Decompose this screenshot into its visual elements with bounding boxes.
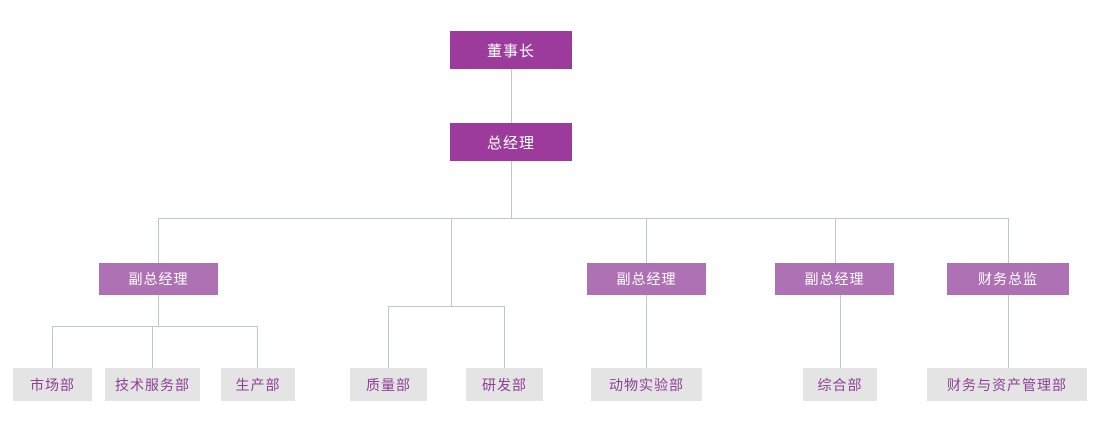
node-rd-department-label: 研发部 [482, 376, 527, 393]
connector-bus-to-vp3 [835, 218, 836, 263]
connector-vp1-bus [52, 326, 258, 327]
connector-level3-bus [158, 218, 1009, 219]
node-deputy-general-manager-3[interactable]: 副总经理 [775, 263, 894, 295]
connector-vp2-to-dept6 [646, 295, 647, 368]
node-deputy-general-manager-1-label: 副总经理 [128, 271, 189, 287]
node-general-affairs-department[interactable]: 综合部 [803, 368, 877, 401]
connector-bus-to-vp1 [158, 218, 159, 263]
node-chairman[interactable]: 董事长 [450, 31, 572, 69]
node-production-department-label: 生产部 [235, 376, 281, 393]
node-rd-department[interactable]: 研发部 [466, 368, 543, 401]
connector-cfo-to-dept8 [1008, 295, 1009, 368]
node-marketing-department[interactable]: 市场部 [13, 368, 92, 401]
node-animal-experiment-department[interactable]: 动物实验部 [591, 368, 702, 401]
node-finance-asset-management-department[interactable]: 财务与资产管理部 [927, 368, 1087, 401]
node-technical-service-department-label: 技术服务部 [115, 376, 190, 393]
connector-chairman-to-gm [511, 69, 512, 123]
node-quality-department-label: 质量部 [366, 376, 411, 393]
node-quality-department[interactable]: 质量部 [350, 368, 427, 401]
connector-vp1-to-dept3 [257, 326, 258, 368]
connector-bus-to-vp2 [646, 218, 647, 263]
connector-bus-to-quality-rd-branch [451, 218, 452, 306]
connector-branch-to-dept4 [388, 306, 389, 368]
node-deputy-general-manager-2[interactable]: 副总经理 [587, 263, 706, 295]
connector-vp1-to-dept2 [152, 326, 153, 368]
node-technical-service-department[interactable]: 技术服务部 [105, 368, 200, 401]
connector-vp1-to-dept1 [52, 326, 53, 368]
node-chairman-label: 董事长 [486, 42, 535, 60]
connector-vp3-to-dept7 [840, 295, 841, 368]
node-finance-asset-management-department-label: 财务与资产管理部 [947, 376, 1067, 393]
connector-branch-to-dept5 [504, 306, 505, 368]
connector-vp1-drop [158, 295, 159, 326]
node-general-manager[interactable]: 总经理 [450, 123, 572, 161]
connector-quality-rd-bus [388, 306, 505, 307]
node-animal-experiment-department-label: 动物实验部 [609, 376, 684, 393]
node-finance-director[interactable]: 财务总监 [947, 263, 1069, 295]
node-deputy-general-manager-1[interactable]: 副总经理 [99, 263, 218, 295]
node-general-manager-label: 总经理 [486, 134, 535, 152]
connector-bus-to-cfo [1008, 218, 1009, 263]
node-general-affairs-department-label: 综合部 [817, 376, 863, 393]
node-marketing-department-label: 市场部 [30, 376, 75, 393]
connector-gm-drop [511, 161, 512, 218]
node-deputy-general-manager-2-label: 副总经理 [616, 271, 677, 287]
node-deputy-general-manager-3-label: 副总经理 [804, 271, 865, 287]
node-production-department[interactable]: 生产部 [221, 368, 295, 401]
node-finance-director-label: 财务总监 [978, 271, 1038, 287]
